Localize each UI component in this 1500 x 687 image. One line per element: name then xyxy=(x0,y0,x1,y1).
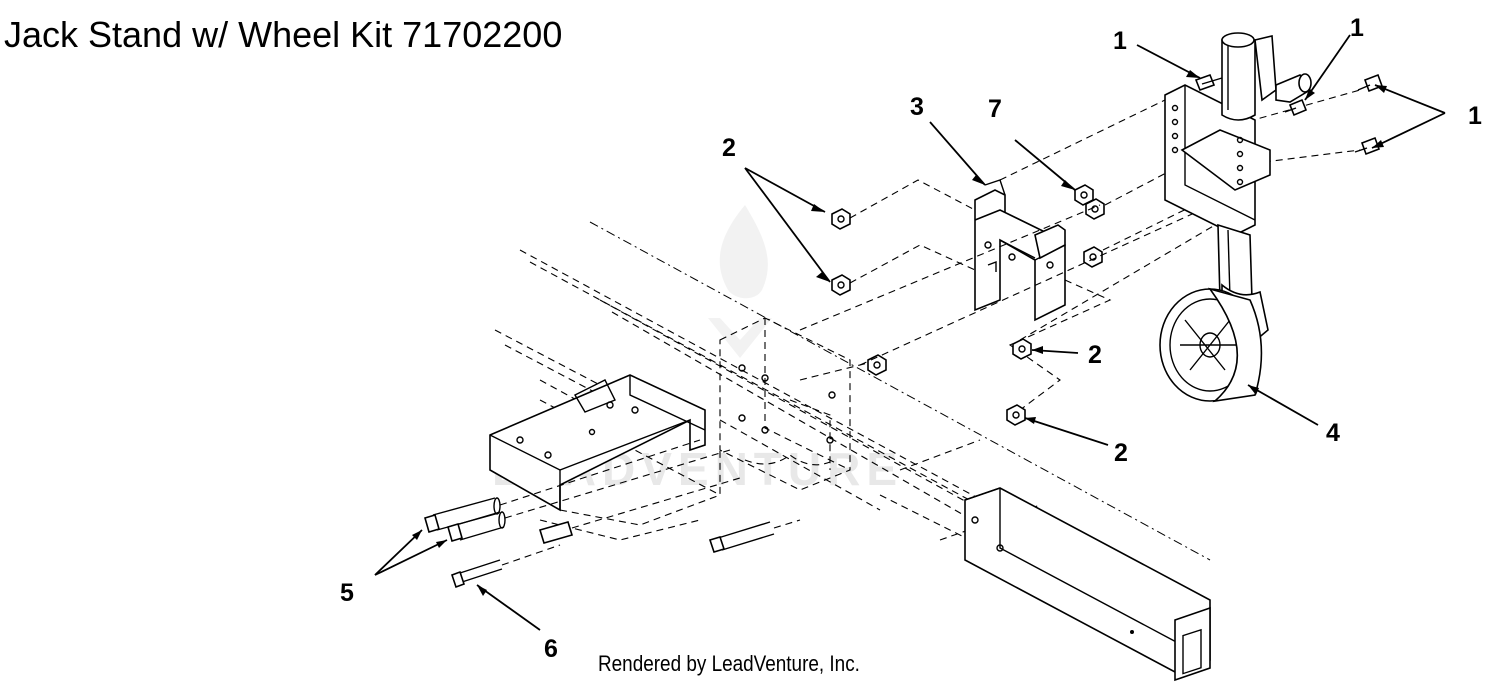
callout-7: 7 xyxy=(988,95,1002,123)
callout-3: 3 xyxy=(910,93,924,121)
flange-nut-upper xyxy=(831,179,976,230)
frame-mount-plate-outline xyxy=(719,317,851,491)
callout-4: 4 xyxy=(1326,419,1340,447)
callout-2-middle: 2 xyxy=(1088,341,1102,369)
jack-mount-bracket xyxy=(974,179,1112,411)
callout-2-upper: 2 xyxy=(722,134,736,162)
carriage-bolt-b xyxy=(1284,98,1308,117)
jack-stand xyxy=(1159,32,1312,403)
diagram-title: Jack Stand w/ Wheel Kit 71702200 xyxy=(4,14,563,55)
carriage-bolt-c xyxy=(1357,73,1384,93)
hex-nut-front xyxy=(799,354,887,381)
watermark-flame-icon xyxy=(708,205,772,358)
hex-bolt-long-lower xyxy=(447,449,731,542)
callout-1-top: 1 xyxy=(1350,14,1364,42)
bolt-axis-lines xyxy=(799,89,1361,366)
callout-5: 5 xyxy=(340,579,354,607)
leader-lines xyxy=(374,34,1446,631)
carriage-bolt-d xyxy=(1354,136,1381,156)
flange-nut-lower xyxy=(1012,338,1032,360)
hex-nut-7b xyxy=(1085,198,1105,220)
spacer-sleeve xyxy=(538,477,741,544)
callout-1-left: 1 xyxy=(1113,27,1127,55)
flange-nut-bottom xyxy=(1006,404,1026,426)
frame-channel-bracket xyxy=(489,374,721,541)
carriage-bolt-a xyxy=(1194,73,1223,92)
hex-bolt-short xyxy=(450,544,561,589)
render-credit: Rendered by LeadVenture, Inc. xyxy=(598,651,860,676)
callout-2-lower: 2 xyxy=(1114,439,1128,467)
square-tube-end xyxy=(964,487,1211,682)
flange-nut-middle xyxy=(831,244,976,296)
hex-nut-7c xyxy=(1083,246,1103,268)
callout-1-right: 1 xyxy=(1468,102,1482,130)
callout-6: 6 xyxy=(544,635,558,663)
hex-bolt-lower-center xyxy=(708,519,801,553)
